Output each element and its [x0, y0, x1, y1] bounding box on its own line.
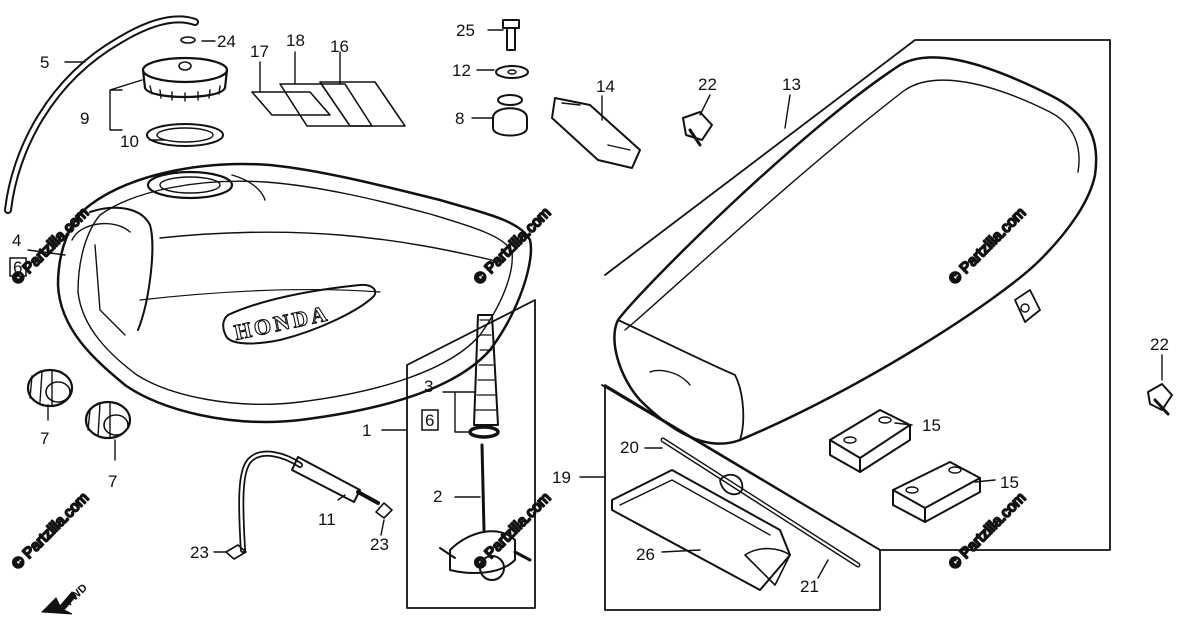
callout-23: 23	[190, 543, 209, 562]
callout-15: 15	[922, 416, 941, 435]
callout-14: 14	[596, 77, 615, 96]
tank-stripes	[251, 81, 406, 127]
watermarks: © Partzilla.com © Partzilla.com © Partzi…	[8, 203, 1030, 573]
callout-6-boxed: 6	[13, 258, 22, 277]
callout-18: 18	[286, 31, 305, 50]
callout-15: 15	[1000, 473, 1019, 492]
boxed-number-frame	[9, 257, 27, 277]
callout-22: 22	[1150, 335, 1169, 354]
watermark: © Partzilla.com	[9, 489, 92, 572]
callout-12: 12	[452, 61, 471, 80]
callout-2: 2	[433, 487, 442, 506]
callout-5: 5	[40, 53, 49, 72]
callout-11: 11	[318, 510, 336, 529]
callout-26: 26	[636, 545, 655, 564]
grommet	[492, 94, 528, 137]
fuel-cap	[141, 36, 229, 102]
callout-20: 20	[620, 438, 639, 457]
callout-7: 7	[108, 472, 117, 491]
watermark: © Partzilla.com	[946, 489, 1029, 572]
seat-cushion-rubber	[829, 409, 911, 473]
watermark: © Partzilla.com	[946, 204, 1029, 287]
washer	[495, 65, 529, 79]
hose-clip	[225, 544, 247, 560]
callout-21: 21	[800, 577, 819, 596]
callout-23: 23	[370, 535, 389, 554]
callout-3: 3	[424, 377, 433, 396]
cap-gasket	[146, 123, 224, 147]
fwd-label: FWD	[64, 582, 90, 608]
fuel-tube	[238, 450, 380, 553]
callout-19: 19	[552, 468, 571, 487]
watermark: © Partzilla.com	[471, 204, 554, 287]
callout-4: 4	[12, 231, 21, 250]
hose-clip	[375, 502, 393, 519]
fuel-cock-assembly	[406, 299, 536, 609]
callout-1: 1	[362, 421, 371, 440]
callout-numbers: 5 24 9 10 4 6 7 7 17 18 16 25 12 8 14 22…	[12, 21, 1169, 596]
callout-24: 24	[217, 32, 236, 51]
tank-rubber	[84, 400, 132, 440]
fuel-tank: HONDA	[56, 162, 533, 424]
callout-17: 17	[250, 42, 269, 61]
seat-bracket	[551, 97, 641, 169]
seat-mount-bolt	[1147, 383, 1173, 416]
boxed-number-frame	[421, 409, 439, 431]
seat-mount-bolt	[682, 111, 713, 147]
callout-9: 9	[80, 109, 89, 128]
seat	[613, 56, 1098, 445]
tool-kit-box	[604, 384, 881, 611]
callout-13: 13	[782, 75, 801, 94]
callout-6-boxed: 6	[425, 411, 434, 430]
seat-bolt	[502, 19, 520, 51]
forward-direction-arrow: FWD	[40, 582, 90, 615]
leader-lines	[27, 29, 1163, 579]
breather-tube	[4, 15, 199, 214]
callout-7: 7	[40, 429, 49, 448]
callout-25: 25	[456, 21, 475, 40]
callout-8: 8	[455, 109, 464, 128]
callout-16: 16	[330, 37, 349, 56]
seat-cushion-rubber	[892, 461, 981, 523]
callout-10: 10	[120, 132, 139, 151]
callout-22: 22	[698, 75, 717, 94]
tank-rubber	[26, 368, 74, 408]
